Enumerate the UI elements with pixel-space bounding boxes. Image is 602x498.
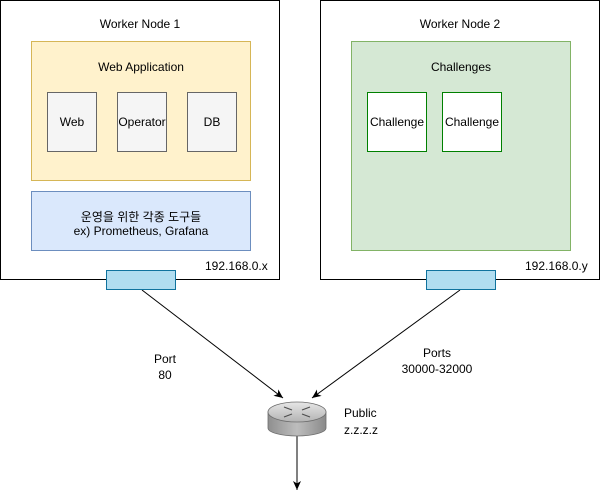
- operator-component: Operator: [117, 92, 167, 152]
- port-80-label-line1: Port: [153, 352, 176, 366]
- link-node1-to-router: [141, 289, 284, 399]
- web-component-label: Web: [59, 115, 85, 129]
- ports-range-label-line2: 30000-32000: [401, 362, 473, 376]
- worker-node-1: Worker Node 1 Web Application Web Operat…: [0, 0, 280, 280]
- challenges-title: Challenges: [430, 60, 492, 74]
- db-component: DB: [187, 92, 237, 152]
- link-node2-to-router: [311, 289, 461, 399]
- worker-node-2: Worker Node 2 Challenges Challenge Chall…: [320, 0, 600, 280]
- challenge-box-2: Challenge: [442, 92, 502, 152]
- ports-range-label-line1: Ports: [422, 346, 451, 360]
- public-ip-label: Public z.z.z.z: [344, 406, 378, 437]
- ops-tools-box: 운영을 위한 각종 도구들 ex) Prometheus, Grafana: [31, 191, 251, 251]
- web-application-group: Web Application Web Operator DB: [31, 41, 251, 181]
- node2-network-interface: [426, 270, 496, 290]
- challenges-group: Challenges Challenge Challenge: [351, 41, 571, 251]
- ops-tools-line2: ex) Prometheus, Grafana: [73, 224, 209, 238]
- challenge-box-1-label: Challenge: [369, 115, 425, 129]
- web-application-title: Web Application: [98, 60, 184, 74]
- worker-node-2-title: Worker Node 2: [419, 17, 501, 31]
- challenge-box-1: Challenge: [367, 92, 427, 152]
- node1-network-interface: [106, 270, 176, 290]
- worker-node-2-ip: 192.168.0.y: [525, 259, 588, 273]
- ops-tools-line1: 운영을 위한 각종 도구들: [80, 210, 202, 224]
- ports-range-label: Ports 30000-32000: [392, 346, 482, 376]
- worker-node-1-title: Worker Node 1: [99, 17, 181, 31]
- port-80-label-line2: 80: [158, 368, 172, 382]
- port-80-label: Port 80: [140, 352, 190, 382]
- public-ip-value: z.z.z.z: [344, 423, 379, 437]
- operator-component-label: Operator: [118, 115, 166, 129]
- public-label: Public: [344, 406, 377, 420]
- web-component: Web: [47, 92, 97, 152]
- worker-node-1-ip: 192.168.0.x: [205, 259, 268, 273]
- challenge-box-2-label: Challenge: [444, 115, 500, 129]
- db-component-label: DB: [203, 115, 221, 129]
